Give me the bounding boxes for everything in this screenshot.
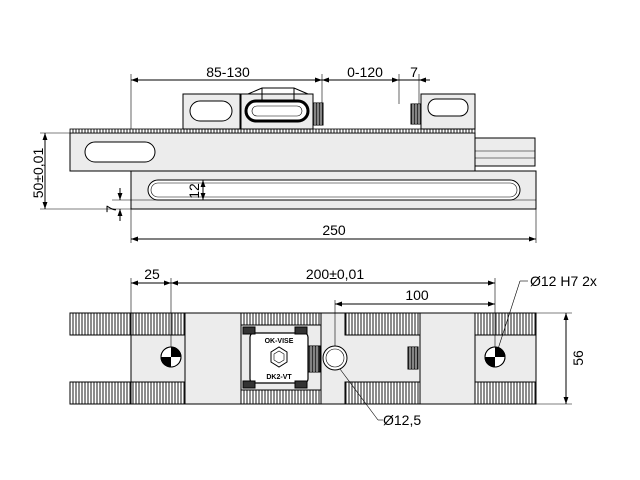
dim-pin-spacing: 200±0,01 (306, 266, 365, 282)
dim-width: 56 (570, 350, 586, 366)
body-serration (69, 128, 476, 134)
dim-edge: 25 (144, 266, 160, 282)
wedge-slot (244, 99, 310, 123)
guide-rail (474, 137, 536, 167)
center-hole (322, 345, 348, 371)
left-pin-icon (160, 346, 182, 368)
dim-center-hole: Ø12,5 (383, 412, 421, 428)
left-jaw-web-serration (130, 312, 186, 336)
plate-text-bottom: DK2-VT (266, 374, 292, 381)
dim-jaw-travel: 0-120 (347, 64, 383, 80)
dim-half: 100 (405, 287, 429, 303)
dim-height: 50±0,01 (30, 148, 46, 199)
movable-block (419, 312, 476, 405)
dim-pin-hole: Ø12 H7 2x (530, 273, 597, 289)
dim-length: 250 (322, 222, 346, 238)
dim-bottom-offset: 7 (103, 205, 119, 213)
hex-socket (270, 346, 288, 368)
dim-offset: 7 (410, 64, 418, 80)
right-jaw-serration-bottom (474, 381, 537, 405)
right-pin-icon (484, 346, 506, 368)
movable-jaw-slot (427, 98, 469, 117)
wedge-top (247, 87, 309, 95)
plate-text-top: OK-VISE (265, 338, 294, 345)
right-jaw-serration-top (474, 312, 537, 336)
long-slot (147, 179, 521, 201)
top-view: OK-VISE DK2-VT (69, 266, 597, 428)
side-view: 85-130 0-120 7 50±0,01 12 7 250 (30, 64, 537, 243)
dim-clamp-range: 85-130 (206, 64, 250, 80)
left-slot (84, 141, 156, 163)
fixed-jaw-slot (189, 100, 233, 122)
dim-slot-width: 12 (186, 183, 202, 199)
